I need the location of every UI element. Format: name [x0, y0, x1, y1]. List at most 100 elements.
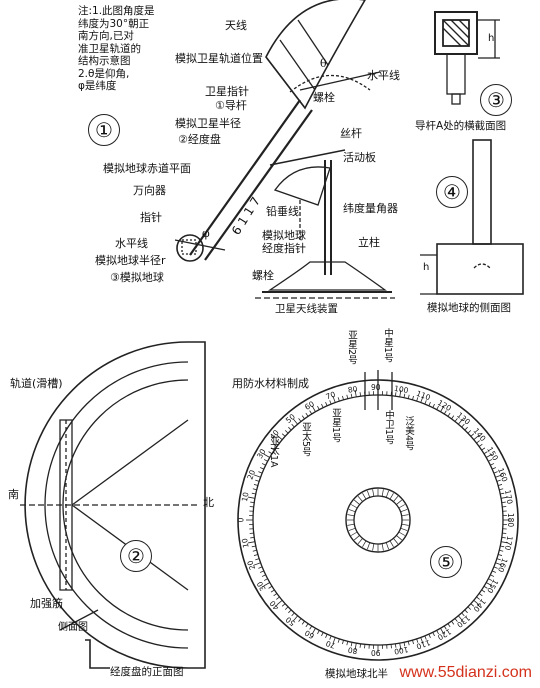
scale-tick	[470, 433, 475, 437]
design-note: 注:1.此图角度是 纬度为30°朝正 南方向,已对 准卫星轨道的 结构示意图 2…	[78, 5, 182, 93]
scale-tick	[329, 400, 332, 405]
panel-3-h: h	[488, 33, 495, 44]
satellite-label: 中卫1号	[383, 410, 394, 445]
scale-tick	[309, 625, 313, 630]
center-tick	[362, 540, 367, 548]
scale-tick	[259, 570, 264, 573]
scale-tick	[454, 418, 458, 422]
scale-tick	[261, 574, 266, 577]
scale-tick	[470, 603, 475, 607]
hemisphere-center-scale	[345, 487, 411, 553]
scale-tick	[395, 643, 397, 648]
scale-label: 0	[236, 517, 246, 523]
scale-tick	[263, 459, 268, 462]
scale-tick	[305, 412, 309, 417]
scale-tick	[443, 410, 447, 415]
scale-tick	[253, 474, 261, 478]
material-label: 用防水材料制成	[232, 377, 309, 390]
scale-tick	[247, 541, 255, 544]
satellite-label: 亚星1号	[330, 408, 341, 443]
scale-tick	[288, 609, 292, 614]
plumb-line-label: 铅垂线	[266, 205, 299, 218]
satellite-label: 中星1号	[382, 328, 393, 363]
scale-tick	[447, 412, 451, 417]
scale-tick	[407, 641, 410, 646]
scale-tick	[488, 459, 493, 462]
scale-label: 10	[240, 537, 251, 549]
scale-tick	[337, 397, 340, 402]
scale-tick	[464, 609, 468, 614]
scale-tick	[346, 394, 349, 399]
center-tick	[389, 540, 394, 548]
scale-tick	[454, 618, 458, 622]
scale-tick	[346, 641, 349, 646]
scale-tick	[273, 593, 278, 597]
scale-label: 90	[371, 383, 381, 392]
center-tick	[396, 535, 402, 541]
scale-tick	[483, 451, 488, 455]
simulated-earth-ball	[176, 234, 204, 262]
scale-tick	[412, 640, 414, 645]
scale-tick	[451, 620, 455, 625]
center-tick	[372, 489, 375, 497]
scale-tick	[291, 423, 295, 428]
note-line: 2.θ是仰角,	[78, 67, 130, 80]
scale-tick	[276, 596, 280, 600]
scale-tick	[342, 395, 344, 400]
scale-tick	[481, 589, 486, 593]
note-line: 注:1.此图角度是	[78, 5, 155, 17]
scale-tick	[499, 549, 504, 552]
center-tick	[385, 542, 389, 550]
scale-tick	[495, 474, 503, 478]
bolt-top-label: 螺栓	[313, 91, 335, 104]
side-view-base	[436, 243, 524, 295]
scale-label: 10	[240, 491, 251, 503]
latitude-protractor	[273, 166, 331, 206]
scale-tick	[483, 585, 488, 589]
scale-tick	[359, 643, 361, 648]
scale-label: 80	[347, 645, 359, 656]
scale-tick	[284, 430, 289, 434]
scale-tick	[292, 615, 298, 622]
north-label: 北	[203, 496, 214, 509]
satellite-label: 亚星2号	[346, 330, 357, 365]
scale-tick	[270, 447, 275, 451]
scale-tick	[270, 589, 275, 593]
scale-tick	[501, 501, 506, 503]
scale-tick	[258, 566, 263, 569]
scale-tick	[350, 393, 353, 398]
note-line: 纬度为30°朝正	[78, 17, 150, 30]
bolt-bottom-label: 螺栓	[252, 269, 274, 282]
panel-4-caption: 模拟地球的侧面图	[427, 302, 511, 314]
scale-tick	[354, 389, 357, 397]
panel-2-number: ②	[120, 540, 152, 572]
scale-label: 80	[347, 384, 359, 395]
compass-label: 万向器	[133, 184, 166, 197]
scale-tick	[424, 400, 427, 405]
panel-4-h: h	[423, 262, 430, 273]
scale-tick	[458, 418, 464, 425]
scale-tick	[476, 440, 480, 444]
center-tick	[400, 527, 408, 531]
scale-tick	[440, 405, 445, 412]
scale-tick	[498, 484, 503, 486]
north-hemisphere-disc	[237, 370, 519, 661]
scale-tick	[273, 443, 278, 447]
wire-rod-label: 丝杆	[340, 127, 362, 140]
scale-tick	[461, 612, 465, 617]
center-tick	[393, 496, 399, 502]
scale-tick	[350, 642, 353, 647]
center-tick	[362, 492, 367, 500]
latitude-protractor-label: 纬度量角器	[343, 202, 398, 215]
scale-tick	[412, 395, 414, 400]
scale-tick	[252, 488, 257, 491]
scale-label: 90	[371, 648, 381, 657]
horizontal-reference-line	[299, 71, 381, 91]
scale-tick	[493, 471, 498, 474]
scale-tick	[259, 467, 264, 470]
center-tick	[401, 523, 409, 526]
scale-tick	[305, 623, 309, 628]
scale-label: 180	[506, 512, 516, 528]
hemisphere-outer	[237, 379, 519, 661]
scale-tick	[329, 635, 332, 640]
